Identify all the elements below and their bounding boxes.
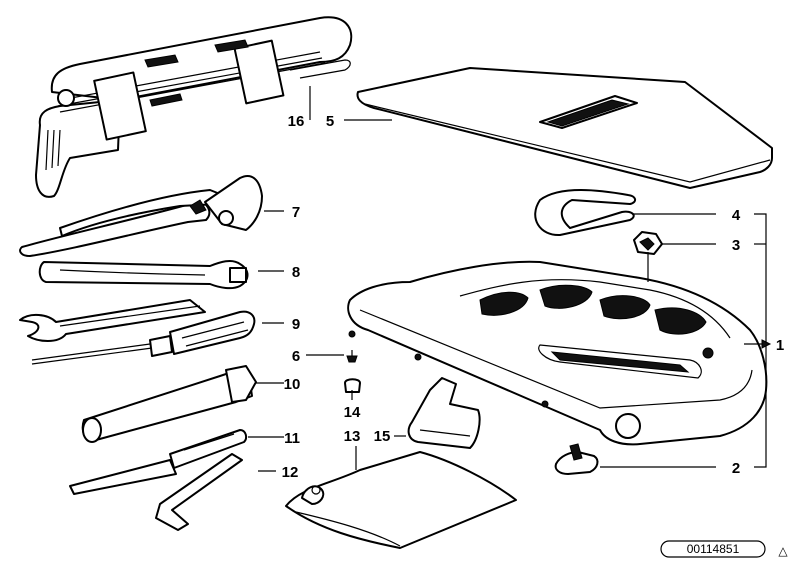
callout-numbers: 16 5 7 8 9 6 10 11 12 14 13 15 4 3 1 2 bbox=[282, 113, 785, 481]
callout-11: 11 bbox=[284, 430, 300, 447]
callout-4: 4 bbox=[732, 207, 741, 224]
strap bbox=[534, 189, 636, 237]
callout-7: 7 bbox=[292, 204, 300, 221]
callout-16: 16 bbox=[288, 113, 305, 130]
tool-roll bbox=[35, 16, 353, 198]
pliers bbox=[19, 175, 263, 257]
floor-cover bbox=[356, 67, 773, 189]
callout-8: 8 bbox=[292, 264, 300, 281]
callout-10: 10 bbox=[284, 376, 301, 393]
lever-rod bbox=[69, 429, 248, 495]
document-number: 00114851 bbox=[687, 542, 740, 556]
socket-wrench bbox=[81, 365, 257, 443]
leader-lines bbox=[248, 86, 772, 472]
tool-tray bbox=[347, 260, 768, 446]
callout-9: 9 bbox=[292, 316, 300, 333]
fastener bbox=[554, 443, 599, 475]
cap bbox=[344, 378, 361, 393]
callout-3: 3 bbox=[732, 237, 740, 254]
callout-14: 14 bbox=[344, 404, 361, 421]
warning-triangle-icon: △ bbox=[778, 544, 788, 558]
callout-5: 5 bbox=[326, 113, 334, 130]
callout-13: 13 bbox=[344, 428, 361, 445]
callout-2: 2 bbox=[732, 460, 740, 477]
callout-1: 1 bbox=[776, 337, 784, 354]
document-number-box: 00114851 △ bbox=[660, 540, 788, 558]
open-end-wrench bbox=[38, 259, 249, 290]
wrench bbox=[19, 299, 206, 342]
screwdriver bbox=[31, 310, 256, 365]
nut bbox=[633, 231, 663, 255]
screw bbox=[346, 350, 358, 363]
callout-6: 6 bbox=[292, 348, 300, 365]
clip bbox=[407, 377, 481, 449]
hex-key bbox=[155, 453, 243, 531]
callout-12: 12 bbox=[282, 464, 299, 481]
cloth-bag bbox=[285, 451, 517, 549]
callout-15: 15 bbox=[374, 428, 391, 445]
